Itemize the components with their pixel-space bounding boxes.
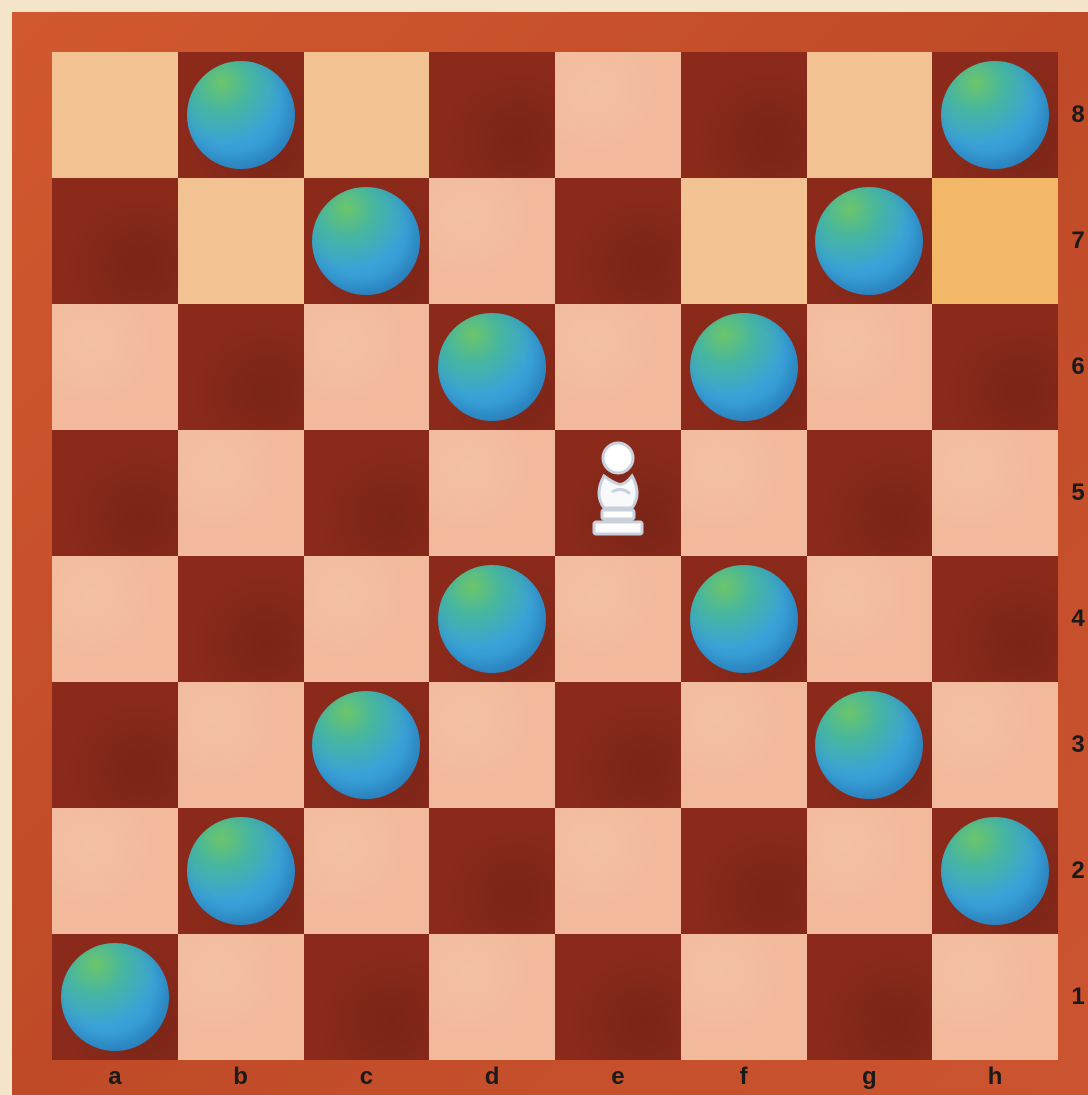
square-c6[interactable] — [304, 304, 430, 430]
square-b4[interactable] — [178, 556, 304, 682]
file-label-g: g — [849, 1063, 889, 1091]
square-f2[interactable] — [681, 808, 807, 934]
blue-orb-icon[interactable] — [815, 187, 923, 295]
file-label-a: a — [95, 1063, 135, 1091]
square-a1[interactable] — [52, 934, 178, 1060]
square-a7[interactable] — [52, 178, 178, 304]
square-b2[interactable] — [178, 808, 304, 934]
square-h5[interactable] — [932, 430, 1058, 556]
square-b6[interactable] — [178, 304, 304, 430]
square-c1[interactable] — [304, 934, 430, 1060]
blue-orb-icon[interactable] — [941, 61, 1049, 169]
blue-orb-icon[interactable] — [941, 817, 1049, 925]
square-f4[interactable] — [681, 556, 807, 682]
rank-label-2: 2 — [1068, 857, 1088, 885]
square-b5[interactable] — [178, 430, 304, 556]
square-a6[interactable] — [52, 304, 178, 430]
square-d2[interactable] — [429, 808, 555, 934]
square-d6[interactable] — [429, 304, 555, 430]
square-b3[interactable] — [178, 682, 304, 808]
rank-label-6: 6 — [1068, 353, 1088, 381]
square-d3[interactable] — [429, 682, 555, 808]
square-d7[interactable] — [429, 178, 555, 304]
square-g8[interactable] — [807, 52, 933, 178]
blue-orb-icon[interactable] — [438, 565, 546, 673]
blue-orb-icon[interactable] — [690, 565, 798, 673]
blue-orb-icon[interactable] — [815, 691, 923, 799]
square-c5[interactable] — [304, 430, 430, 556]
square-g6[interactable] — [807, 304, 933, 430]
rank-label-8: 8 — [1068, 101, 1088, 129]
square-e5[interactable] — [555, 430, 681, 556]
blue-orb-icon[interactable] — [312, 187, 420, 295]
square-g4[interactable] — [807, 556, 933, 682]
rank-label-7: 7 — [1068, 227, 1088, 255]
square-a2[interactable] — [52, 808, 178, 934]
blue-orb-icon[interactable] — [187, 817, 295, 925]
blue-orb-icon[interactable] — [312, 691, 420, 799]
square-a8[interactable] — [52, 52, 178, 178]
square-c8[interactable] — [304, 52, 430, 178]
square-e4[interactable] — [555, 556, 681, 682]
file-label-f: f — [724, 1063, 764, 1091]
square-h6[interactable] — [932, 304, 1058, 430]
square-e8[interactable] — [555, 52, 681, 178]
square-h3[interactable] — [932, 682, 1058, 808]
square-d5[interactable] — [429, 430, 555, 556]
square-b7[interactable] — [178, 178, 304, 304]
square-f5[interactable] — [681, 430, 807, 556]
square-f3[interactable] — [681, 682, 807, 808]
chess-board — [52, 52, 1058, 1060]
rank-label-4: 4 — [1068, 605, 1088, 633]
square-f8[interactable] — [681, 52, 807, 178]
blue-orb-icon[interactable] — [690, 313, 798, 421]
square-g3[interactable] — [807, 682, 933, 808]
square-g5[interactable] — [807, 430, 933, 556]
square-a4[interactable] — [52, 556, 178, 682]
square-f6[interactable] — [681, 304, 807, 430]
square-e2[interactable] — [555, 808, 681, 934]
square-g7[interactable] — [807, 178, 933, 304]
blue-orb-icon[interactable] — [438, 313, 546, 421]
square-f1[interactable] — [681, 934, 807, 1060]
square-h2[interactable] — [932, 808, 1058, 934]
square-a5[interactable] — [52, 430, 178, 556]
square-e3[interactable] — [555, 682, 681, 808]
square-b8[interactable] — [178, 52, 304, 178]
square-e7[interactable] — [555, 178, 681, 304]
square-e6[interactable] — [555, 304, 681, 430]
white-pawn-icon[interactable] — [582, 436, 654, 551]
file-label-b: b — [221, 1063, 261, 1091]
rank-label-5: 5 — [1068, 479, 1088, 507]
file-label-h: h — [975, 1063, 1015, 1091]
square-h7[interactable] — [932, 178, 1058, 304]
square-h8[interactable] — [932, 52, 1058, 178]
square-d4[interactable] — [429, 556, 555, 682]
square-d1[interactable] — [429, 934, 555, 1060]
square-h1[interactable] — [932, 934, 1058, 1060]
file-label-e: e — [598, 1063, 638, 1091]
blue-orb-icon[interactable] — [187, 61, 295, 169]
file-label-c: c — [346, 1063, 386, 1091]
square-b1[interactable] — [178, 934, 304, 1060]
rank-label-1: 1 — [1068, 983, 1088, 1011]
rank-label-3: 3 — [1068, 731, 1088, 759]
square-f7[interactable] — [681, 178, 807, 304]
square-d8[interactable] — [429, 52, 555, 178]
square-c4[interactable] — [304, 556, 430, 682]
file-label-d: d — [472, 1063, 512, 1091]
square-g2[interactable] — [807, 808, 933, 934]
square-h4[interactable] — [932, 556, 1058, 682]
square-a3[interactable] — [52, 682, 178, 808]
square-g1[interactable] — [807, 934, 933, 1060]
blue-orb-icon[interactable] — [61, 943, 169, 1051]
square-c2[interactable] — [304, 808, 430, 934]
square-c7[interactable] — [304, 178, 430, 304]
square-e1[interactable] — [555, 934, 681, 1060]
square-c3[interactable] — [304, 682, 430, 808]
